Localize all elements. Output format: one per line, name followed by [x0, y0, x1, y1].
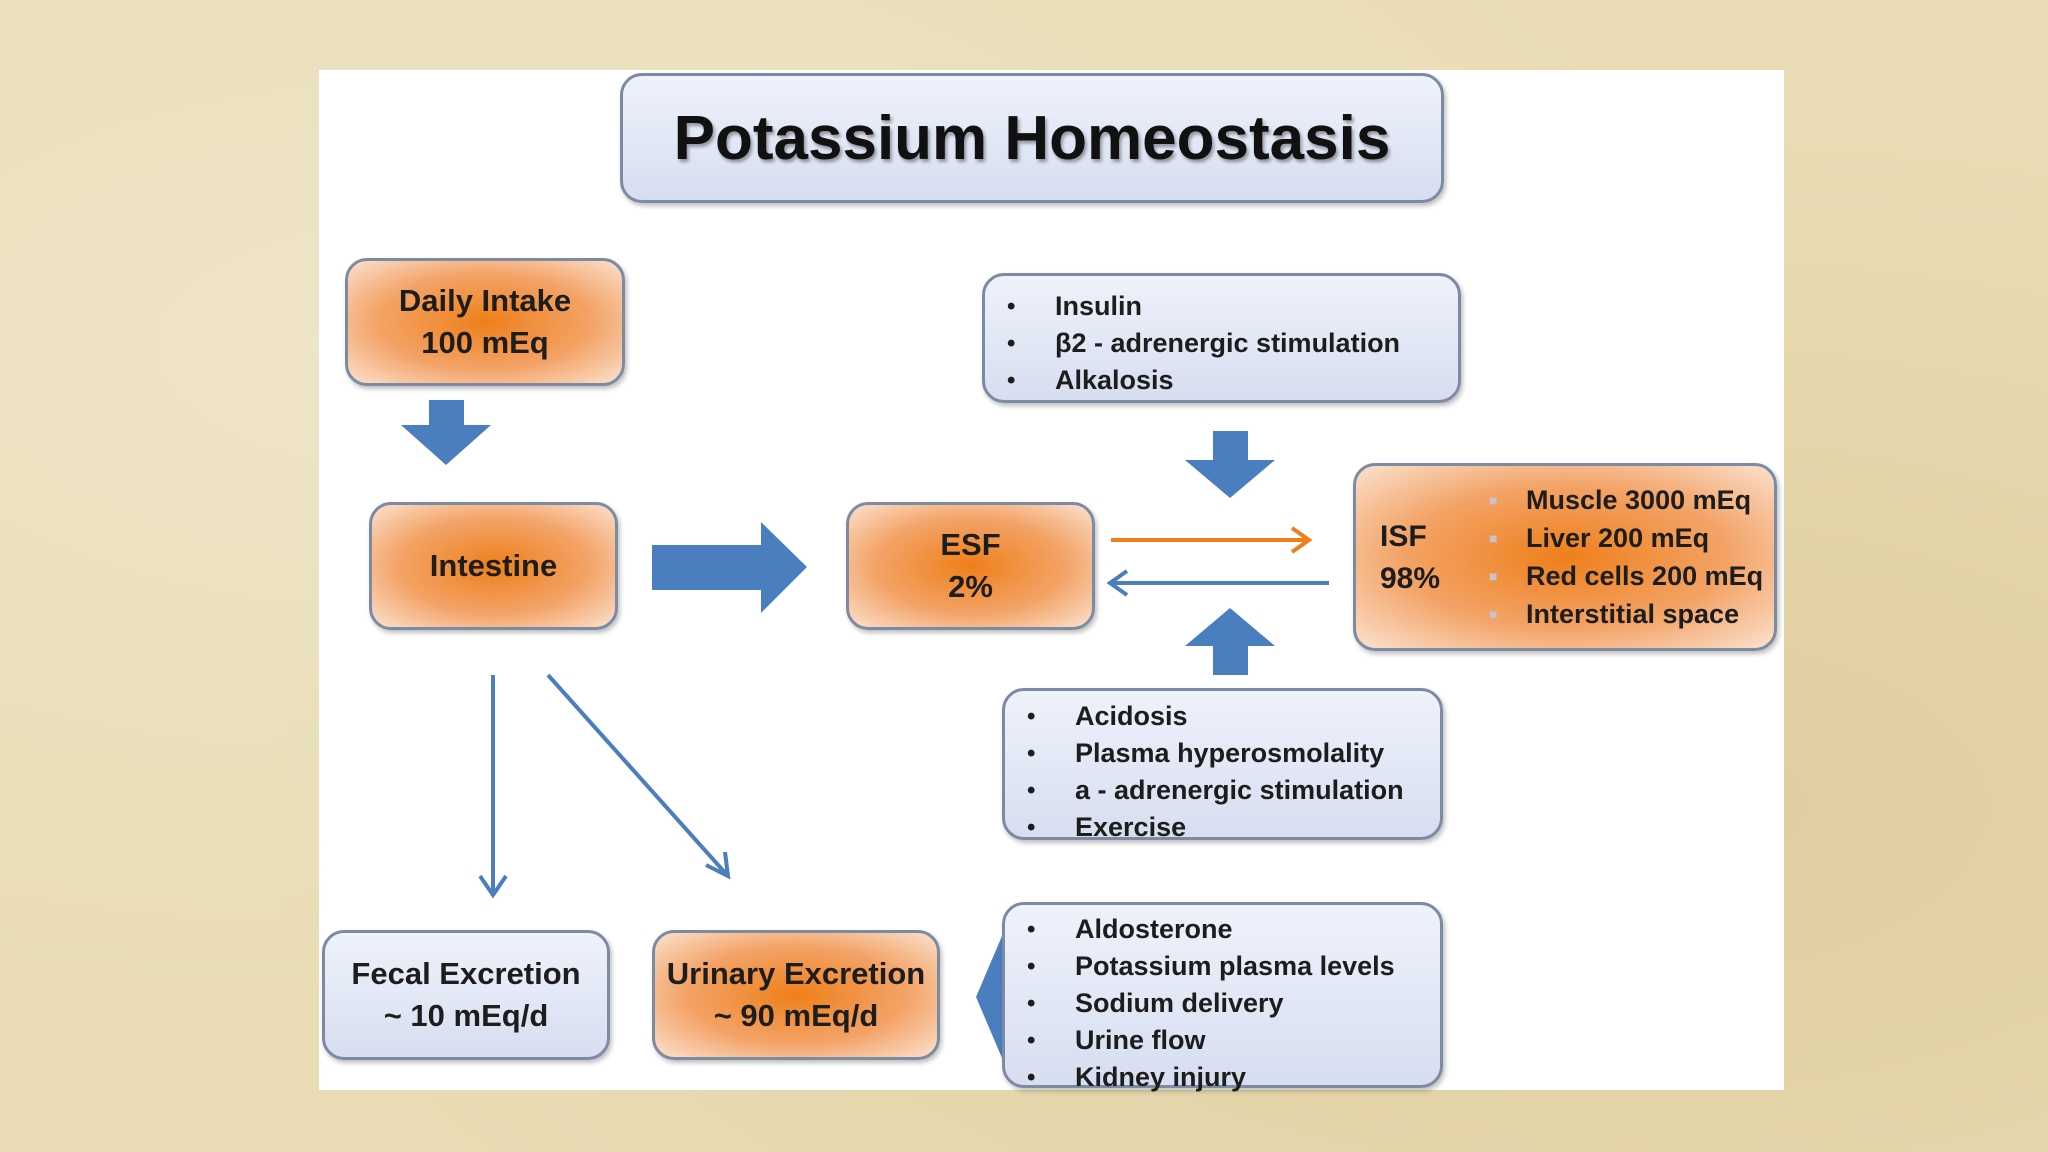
fecal-excretion-value: ~ 10 mEq/d — [383, 998, 549, 1033]
urinary-excretion-value: ~ 90 mEq/d — [713, 998, 879, 1033]
slide: Potassium Homeostasis Daily Intake 100 m… — [319, 70, 1784, 1096]
esf-value: 2% — [948, 569, 993, 604]
renal-factor-item: Aldosterone — [1005, 911, 1440, 948]
arrow-esf-to-isf-head — [1290, 526, 1313, 554]
renal-factors-list: Aldosterone Potassium plasma levels Sodi… — [1005, 911, 1440, 1096]
daily-intake-label: Daily Intake — [398, 283, 572, 318]
isf-box: ISF 98% Muscle 3000 mEq Liver 200 mEq Re… — [1353, 463, 1777, 651]
title-box: Potassium Homeostasis — [620, 73, 1444, 203]
isf-label: ISF — [1380, 520, 1427, 553]
page-title: Potassium Homeostasis — [673, 103, 1391, 173]
uptake-factor-item: β2 - adrenergic stimulation — [985, 325, 1458, 362]
arrow-intestine-to-urinary-line — [546, 673, 730, 878]
intestine-box: Intestine — [369, 502, 618, 630]
daily-intake-value: 100 mEq — [421, 325, 549, 360]
uptake-factor-item: Insulin — [985, 288, 1458, 325]
release-factor-item: Acidosis — [1005, 698, 1440, 735]
renal-factor-item: Potassium plasma levels — [1005, 948, 1440, 985]
isf-value: 98% — [1380, 562, 1441, 595]
release-factor-item: a - adrenergic stimulation — [1005, 772, 1440, 809]
arrow-intestine-to-urinary-head — [705, 851, 731, 880]
arrow-uptake-factors-down — [1185, 431, 1275, 498]
arrow-intestine-to-esf — [652, 522, 807, 613]
isf-item: Muscle 3000 mEq — [1481, 481, 1763, 519]
arrow-intake-to-intestine — [401, 400, 491, 465]
isf-compartment-list: Muscle 3000 mEq Liver 200 mEq Red cells … — [1481, 481, 1763, 633]
release-factors-list: Acidosis Plasma hyperosmolality a - adre… — [1005, 698, 1440, 846]
renal-factor-item: Urine flow — [1005, 1022, 1440, 1059]
urinary-excretion-box: Urinary Excretion ~ 90 mEq/d — [652, 930, 940, 1060]
uptake-factors-box: Insulin β2 - adrenergic stimulation Alka… — [982, 273, 1461, 403]
isf-item: Red cells 200 mEq — [1481, 557, 1763, 595]
release-factor-item: Plasma hyperosmolality — [1005, 735, 1440, 772]
isf-item: Interstitial space — [1481, 595, 1763, 633]
arrow-intestine-to-fecal-head — [478, 874, 508, 899]
urinary-excretion-label: Urinary Excretion — [666, 956, 926, 991]
uptake-factor-item: Alkalosis — [985, 362, 1458, 399]
renal-factor-item: Sodium delivery — [1005, 985, 1440, 1022]
release-factors-box: Acidosis Plasma hyperosmolality a - adre… — [1002, 688, 1443, 846]
esf-box: ESF 2% — [846, 502, 1095, 630]
esf-label: ESF — [940, 527, 1001, 562]
arrow-release-factors-up — [1185, 608, 1275, 675]
renal-factor-item: Kidney injury — [1005, 1059, 1440, 1096]
isf-item: Liver 200 mEq — [1481, 519, 1763, 557]
fecal-excretion-label: Fecal Excretion — [351, 956, 581, 991]
intestine-label: Intestine — [429, 548, 558, 583]
isf-label-group: ISF 98% — [1380, 516, 1440, 600]
arrow-isf-to-esf-head — [1106, 569, 1129, 597]
fecal-excretion-box: Fecal Excretion ~ 10 mEq/d — [322, 930, 610, 1060]
daily-intake-box: Daily Intake 100 mEq — [345, 258, 625, 386]
release-factor-item: Exercise — [1005, 809, 1440, 846]
uptake-factors-list: Insulin β2 - adrenergic stimulation Alka… — [985, 288, 1458, 399]
renal-factors-box: Aldosterone Potassium plasma levels Sodi… — [1002, 902, 1443, 1096]
